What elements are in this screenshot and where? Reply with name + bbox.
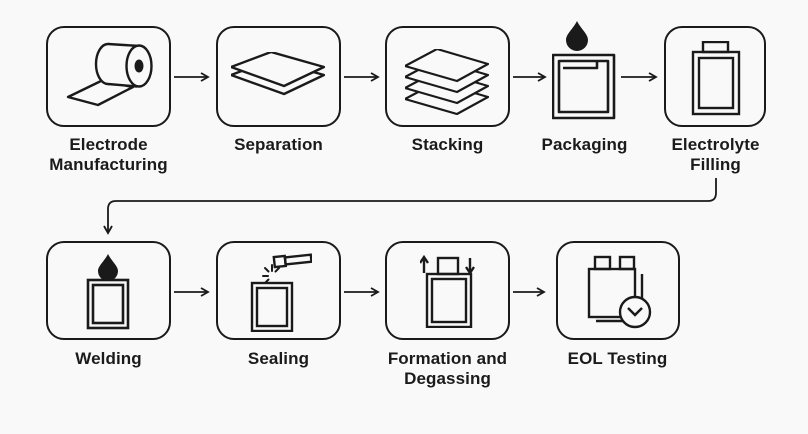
step-label: Sealing (247, 349, 310, 368)
battery-gas-arrows-icon (420, 254, 475, 328)
spark-icon (262, 264, 280, 284)
step-label: Packaging (541, 135, 628, 154)
sealing-torch-icon (250, 253, 312, 332)
step-label: Stacking (411, 135, 484, 154)
step-label: Electrode Manufacturing (49, 135, 168, 175)
step-box (385, 241, 510, 340)
step-box (664, 26, 766, 127)
electrode-roll-icon (66, 42, 153, 107)
droplet-pouch-icon (86, 254, 130, 330)
step-box (385, 26, 510, 127)
battery-cell-icon (691, 41, 741, 116)
stacked-sheets-icon (405, 49, 489, 115)
step-box (556, 241, 680, 340)
pouch-droplet-icon (552, 21, 616, 120)
step-label: Welding (75, 349, 142, 368)
battery-check-icon (587, 255, 652, 329)
step-label: Formation and Degassing (387, 349, 508, 389)
step-label: Electrolyte Filling (671, 135, 760, 175)
step-box (216, 241, 341, 340)
step-box (46, 26, 171, 127)
step-box (46, 241, 171, 340)
step-label: Separation (234, 135, 323, 154)
step-box (216, 26, 341, 127)
step-label: EOL Testing (567, 349, 668, 368)
separator-sheets-icon (231, 52, 325, 96)
